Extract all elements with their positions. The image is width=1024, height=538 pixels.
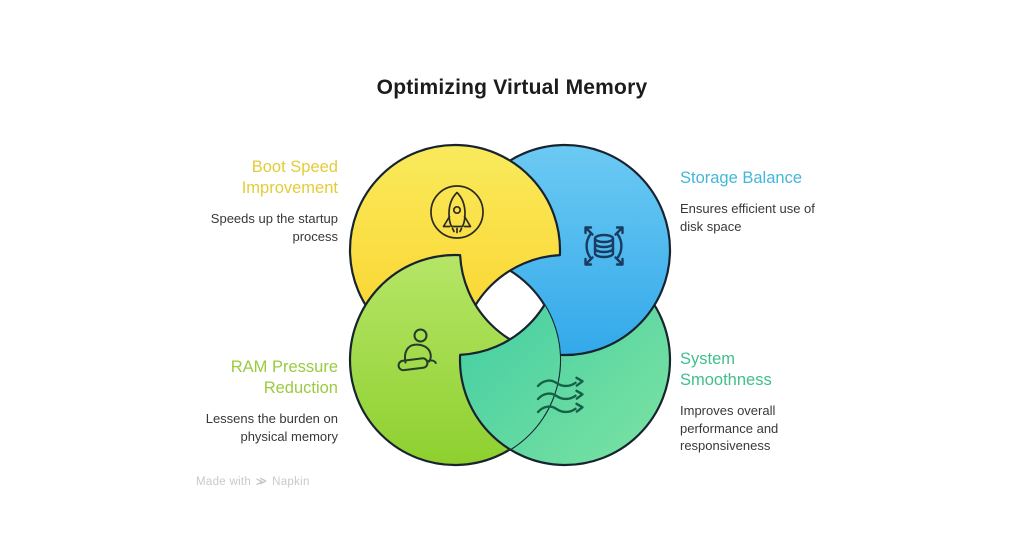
storage-balance-label: Storage Balance (680, 169, 803, 187)
system-smoothness-description: Improves overall performance and respons… (680, 403, 779, 453)
napkin-logo-icon (256, 477, 267, 486)
boot-speed-label-block: Boot Speed Improvement Speeds up the sta… (196, 157, 338, 245)
napkin-brand-text: Napkin (272, 476, 310, 488)
meditation-icon (397, 328, 437, 372)
boot-speed-description: Speeds up the startup process (210, 211, 338, 244)
database-expand-icon (584, 226, 624, 266)
system-smoothness-label-block: System Smoothness Improves overall perfo… (680, 349, 792, 455)
made-with-napkin-watermark: Made with Napkin (196, 476, 310, 488)
waves-icon (536, 376, 584, 414)
storage-balance-description: Ensures efficient use of disk space (680, 201, 815, 234)
made-with-text: Made with (196, 476, 252, 488)
system-smoothness-label: System Smoothness (680, 350, 772, 389)
ram-pressure-label: RAM Pressure Reduction (230, 358, 338, 397)
rocket-icon (430, 185, 484, 239)
page-title: Optimizing Virtual Memory (376, 76, 648, 99)
ram-pressure-label-block: RAM Pressure Reduction Lessens the burde… (196, 357, 338, 445)
ram-pressure-description: Lessens the burden on physical memory (205, 411, 338, 444)
boot-speed-label: Boot Speed Improvement (241, 158, 338, 197)
storage-balance-label-block: Storage Balance Ensures efficient use of… (680, 168, 832, 235)
